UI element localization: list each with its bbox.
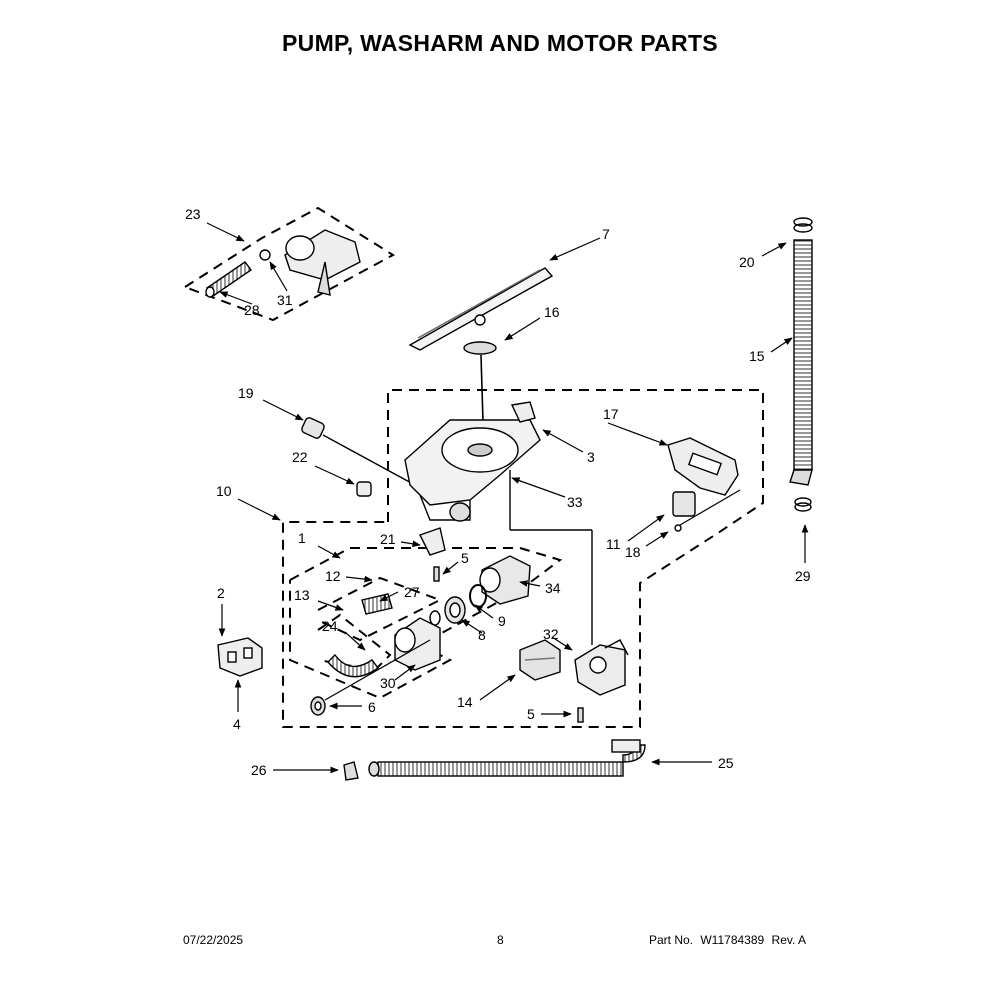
upper-spray-arm	[408, 267, 554, 351]
callout-34: 34	[545, 580, 561, 596]
drain-wire	[324, 639, 431, 701]
screw-lower	[577, 707, 584, 723]
callout-28: 28	[244, 302, 260, 318]
hose-clamp	[343, 761, 359, 781]
footer-page-number: 8	[497, 933, 504, 947]
impeller	[444, 596, 466, 624]
parts	[205, 217, 813, 781]
callout-7: 7	[602, 226, 610, 242]
callout-20: 20	[739, 254, 755, 270]
mount-bracket	[667, 437, 739, 496]
callout-3: 3	[587, 449, 595, 465]
callout-10: 10	[216, 483, 232, 499]
callout-17: 17	[603, 406, 619, 422]
elbow-hose	[327, 653, 379, 678]
callout-8: 8	[478, 627, 486, 643]
switch-screw	[674, 524, 682, 532]
callout-21: 21	[380, 531, 396, 547]
page-title: PUMP, WASHARM AND MOTOR PARTS	[282, 30, 718, 56]
footer-part-number: W11784389	[700, 933, 765, 947]
pump-o-ring	[469, 584, 487, 608]
callout-12: 12	[325, 568, 341, 584]
impeller-seal	[429, 610, 441, 626]
sump-assembly-outline	[282, 389, 764, 728]
callout-30: 30	[380, 675, 396, 691]
diverter-assembly-outline	[184, 206, 395, 322]
turbidity-sensor	[301, 417, 325, 439]
diverter-motor	[259, 229, 361, 296]
callout-29: 29	[795, 568, 811, 584]
callout-9: 9	[498, 613, 506, 629]
sensor-wire	[322, 434, 416, 486]
drain-hose	[368, 739, 646, 777]
fill-hose	[789, 217, 813, 512]
callout-labels: 23 28 31 7 16 19 3 17 33 22 10 1 21 5 12…	[185, 206, 811, 778]
callout-25: 25	[718, 755, 734, 771]
pump-housing	[394, 617, 441, 671]
callout-16: 16	[544, 304, 560, 320]
callout-31: 31	[277, 292, 293, 308]
footer-revision: Rev. A	[771, 933, 806, 947]
vent-fitting	[356, 481, 372, 497]
callout-24: 24	[322, 618, 338, 634]
leader-lines	[206, 222, 809, 774]
footer-part-label: Part No.	[649, 933, 694, 947]
diverter-shaft	[205, 261, 252, 298]
screw-upper	[433, 566, 440, 582]
drain-cap	[310, 696, 326, 716]
callout-5b: 5	[527, 706, 535, 722]
bracket-wire	[679, 489, 741, 526]
footer-date: 07/22/2025	[183, 933, 244, 947]
callout-13: 13	[294, 587, 310, 603]
wash-motor	[519, 639, 561, 681]
callout-19: 19	[238, 385, 254, 401]
terminal-block	[217, 637, 263, 677]
callout-23: 23	[185, 206, 201, 222]
washarm-seal	[463, 341, 497, 355]
callout-18: 18	[625, 544, 641, 560]
callout-26: 26	[251, 762, 267, 778]
circulation-pump	[574, 639, 629, 696]
callout-32: 32	[543, 626, 559, 642]
hose-bracket	[419, 527, 446, 556]
float-switch	[672, 491, 696, 517]
callout-14: 14	[457, 694, 473, 710]
callout-6: 6	[368, 699, 376, 715]
callout-15: 15	[749, 348, 765, 364]
callout-27: 27	[404, 584, 420, 600]
callout-22: 22	[292, 449, 308, 465]
hose-group-outline	[317, 613, 392, 672]
callout-1: 1	[298, 530, 306, 546]
callout-11: 11	[606, 536, 621, 552]
footer-part-info: Part No. W11784389 Rev. A	[649, 933, 810, 947]
drain-pump-motor	[479, 555, 531, 605]
callout-33: 33	[567, 494, 583, 510]
callout-5a: 5	[461, 550, 469, 566]
callout-2: 2	[217, 585, 225, 601]
callout-4: 4	[233, 716, 241, 732]
sump-housing	[404, 419, 541, 522]
housing-clip	[510, 401, 536, 423]
